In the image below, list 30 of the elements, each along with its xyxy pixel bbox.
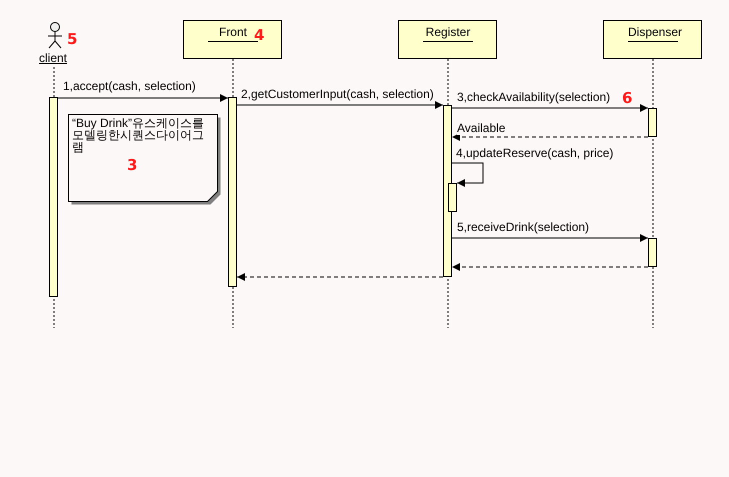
lifeline-head-box [603, 20, 702, 59]
activation-bar [228, 97, 237, 287]
activation-bar [448, 183, 457, 212]
lifeline-head-box [398, 20, 497, 59]
message-arrow [452, 234, 648, 242]
callout-number: 5 [67, 30, 78, 48]
actor-name: client [39, 51, 68, 65]
note-text: “Buy Drink”유스케이스를모델링한시퀀스다이어그램 [72, 117, 206, 153]
edge-label: 1,accept(cash, selection) [63, 79, 196, 93]
callout-number: 3 [127, 156, 138, 174]
edge-label: 4,updateReserve(cash, price) [456, 146, 614, 160]
return-arrow [236, 273, 444, 281]
edge-label: 2,getCustomerInput(cash, selection) [241, 87, 434, 101]
note [68, 114, 221, 205]
callout-number: 6 [622, 89, 632, 107]
return-arrow [452, 263, 648, 271]
activation-bar [443, 105, 452, 277]
edge-label: 3,checkAvailability(selection) [457, 90, 610, 104]
activation-bar [648, 108, 657, 137]
activation-bar [49, 97, 58, 297]
message-arrow [58, 94, 228, 102]
activation-bar [648, 238, 657, 267]
message-arrow [452, 104, 648, 112]
edge-label: Available [457, 121, 506, 135]
self-message-arrow [452, 162, 484, 187]
lifeline-head-box [183, 20, 282, 59]
message-arrow [236, 101, 444, 109]
return-arrow [452, 133, 648, 141]
object-name: Register [423, 25, 473, 42]
edge-label: 5,receiveDrink(selection) [457, 220, 590, 234]
